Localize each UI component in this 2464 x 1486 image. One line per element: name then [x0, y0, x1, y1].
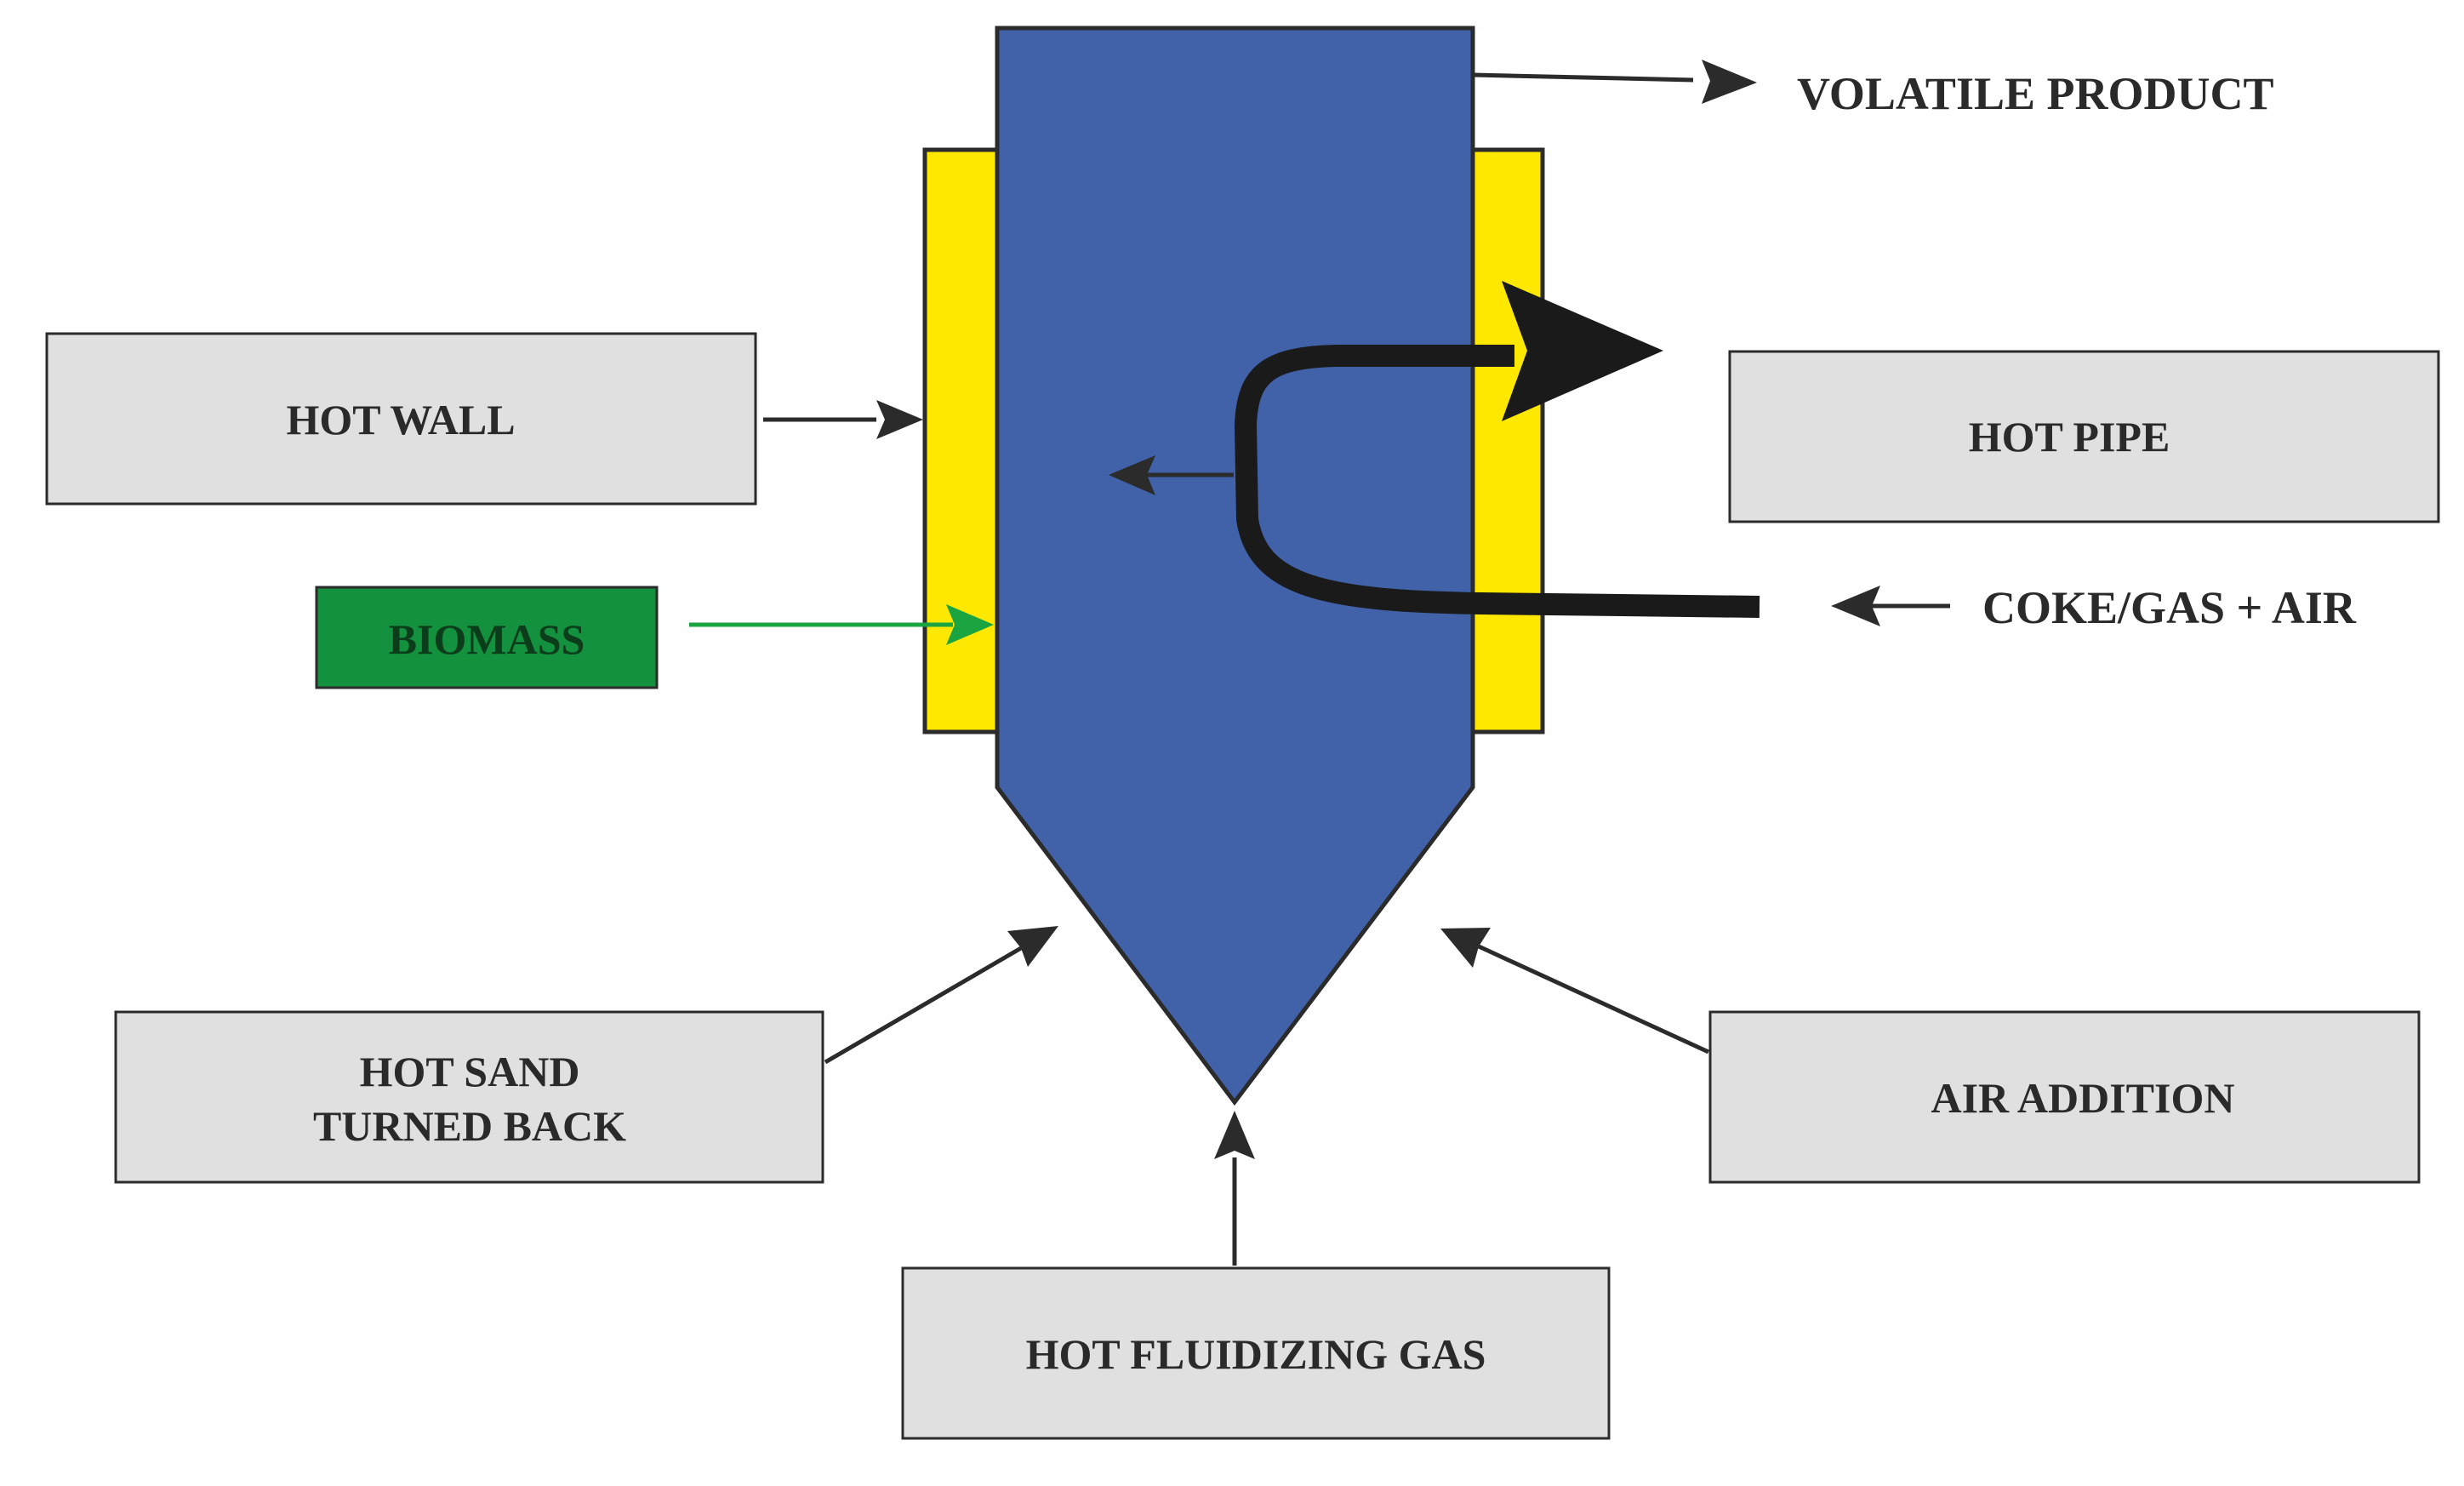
hot-fluidizing-gas-label: HOT FLUIDIZING GAS — [1026, 1330, 1486, 1378]
air-addition-arrowhead — [1440, 928, 1491, 968]
air-addition-label: AIR ADDITION — [1931, 1074, 2234, 1122]
hot-wall-right — [1467, 147, 1545, 734]
hot-sand-label-line2: TURNED BACK — [313, 1102, 626, 1150]
hot-wall-arrowhead — [876, 400, 923, 439]
coke-gas-air-arrowhead — [1831, 586, 1880, 626]
hot-pipe-large-arrowhead — [1502, 281, 1663, 421]
biomass-label: BIOMASS — [389, 615, 585, 663]
hot-fluidizing-gas-box — [901, 1266, 1611, 1440]
reactor-body — [995, 26, 1475, 1106]
hot-sand-arrow — [824, 946, 1023, 1065]
hot-sand-box — [114, 1010, 824, 1184]
hot-pipe-box — [1728, 350, 2440, 523]
biomass-box — [315, 586, 659, 689]
volatile-product-arrowhead — [1702, 60, 1757, 104]
hot-wall-left — [922, 147, 1001, 734]
hot-wall-label: HOT WALL — [286, 396, 515, 443]
volatile-product-arrow — [1472, 72, 1694, 83]
hot-pipe-label: HOT PIPE — [1969, 413, 2170, 460]
coke-gas-air-label: COKE/GAS + AIR — [1982, 582, 2357, 633]
biomass-arrowhead — [946, 604, 994, 645]
volatile-product-label: VOLATILE PRODUCT — [1797, 68, 2274, 119]
hot-pipe-loop — [1235, 345, 1760, 618]
air-addition-box — [1708, 1010, 2421, 1184]
pipe-release-arrowhead — [1109, 455, 1155, 495]
hot-wall-box — [45, 332, 757, 506]
hot-sand-arrowhead — [1007, 926, 1058, 967]
air-addition-arrow — [1477, 944, 1710, 1054]
hot-fluidizing-gas-arrowhead — [1214, 1111, 1255, 1159]
hot-sand-label-line1: HOT SAND — [360, 1048, 580, 1095]
